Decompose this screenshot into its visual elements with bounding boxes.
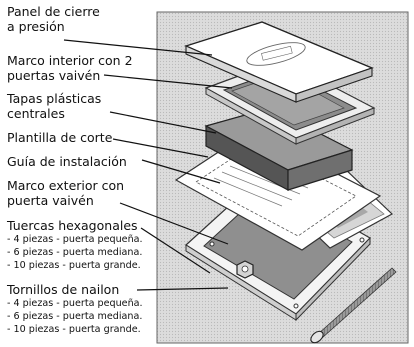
nylon-screws-qty-small: - 4 piezas - puerta pequeña. xyxy=(7,298,143,309)
label-snap-panel-line2: a presión xyxy=(7,19,65,34)
hex-nuts-qty-large: - 10 piezas - puerta grande. xyxy=(7,260,141,271)
label-nylon-screws: Tornillos de nailon xyxy=(7,282,120,297)
snap-panel-part xyxy=(184,21,374,103)
label-hex-nuts: Tuercas hexagonales xyxy=(7,218,138,233)
hex-nuts-qty-medium: - 6 piezas - puerta mediana. xyxy=(7,247,143,258)
hex-nuts-qty-small: - 4 piezas - puerta pequeña. xyxy=(7,234,143,245)
label-inner-frame-line2: puertas vaivén xyxy=(7,68,101,83)
plastic-caps-part xyxy=(204,107,354,192)
nylon-screws-qty-medium: - 6 piezas - puerta mediana. xyxy=(7,311,143,322)
label-outer-frame-line2: puerta vaivén xyxy=(7,193,94,208)
label-cut-template: Plantilla de corte xyxy=(7,130,113,145)
label-install-guide: Guía de instalación xyxy=(7,154,127,169)
label-plastic-caps-line1: Tapas plásticas xyxy=(7,91,102,106)
label-outer-frame-line1: Marco exterior con xyxy=(7,178,125,193)
label-inner-frame-line1: Marco interior con 2 xyxy=(7,53,133,68)
label-snap-panel-line1: Panel de cierre xyxy=(7,4,100,19)
label-plastic-caps-line2: centrales xyxy=(7,106,65,121)
leader-lines xyxy=(63,39,233,291)
nylon-screws-qty-large: - 10 piezas - puerta grande. xyxy=(7,324,141,335)
nylon-screw-part xyxy=(310,267,397,344)
